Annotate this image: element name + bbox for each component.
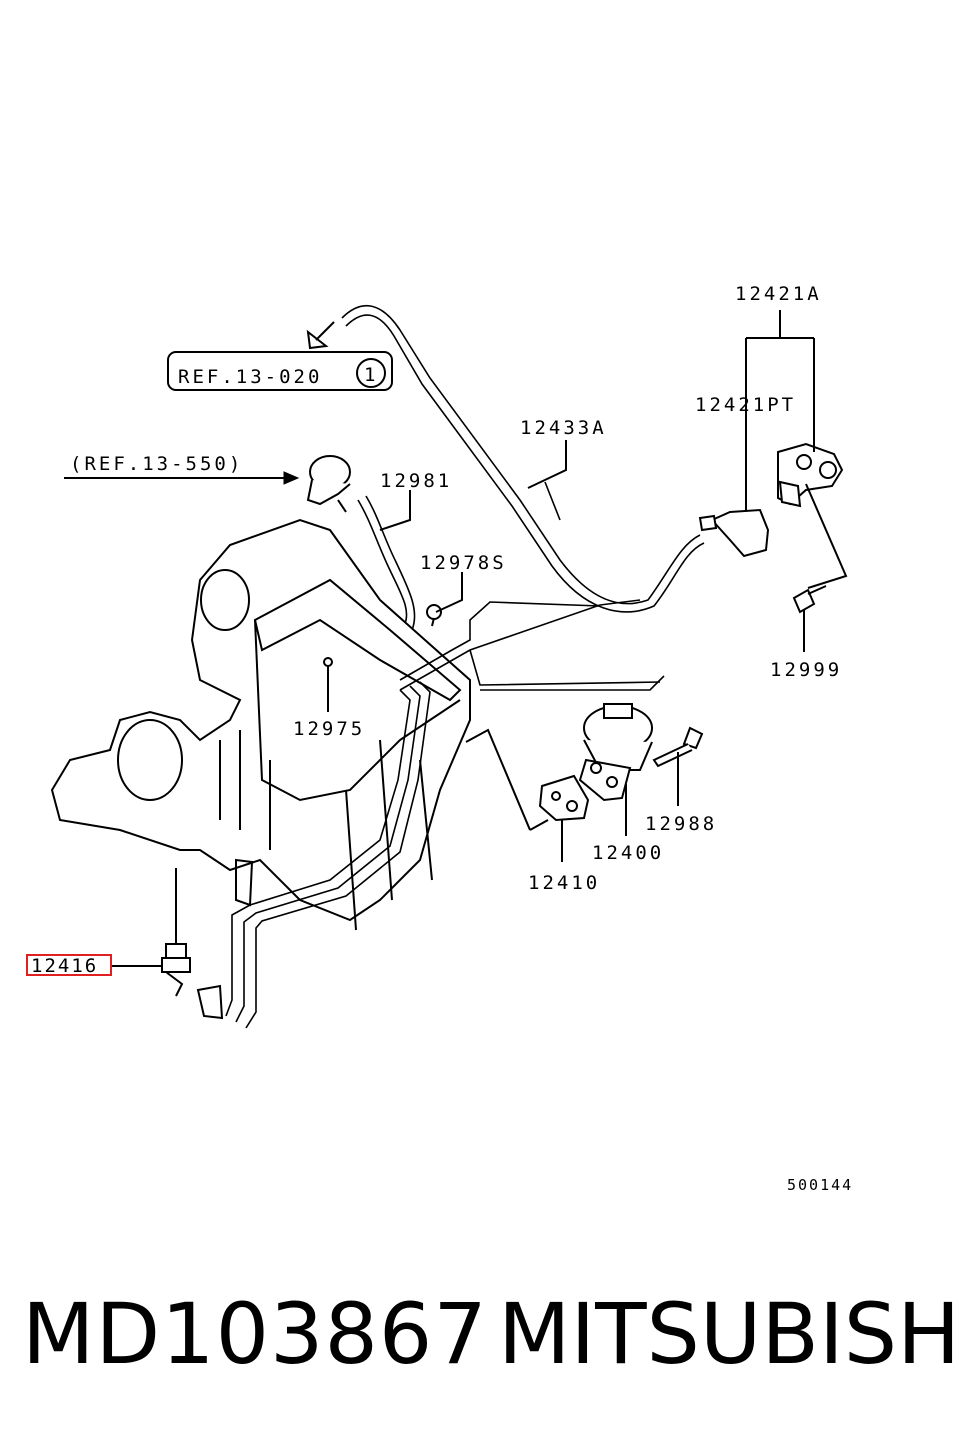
- sensor-12416[interactable]: [161, 943, 224, 1020]
- callout-12416-highlighted[interactable]: 12416: [26, 954, 112, 977]
- callout-12410[interactable]: 12410: [528, 872, 600, 894]
- bracket-12421A[interactable]: [777, 442, 844, 508]
- callout-12421PT[interactable]: 12421PT: [695, 394, 796, 416]
- ref-arrow-icon: [306, 321, 335, 350]
- bolt-12978S[interactable]: [426, 604, 442, 627]
- callout-12975[interactable]: 12975: [293, 718, 365, 740]
- hose-12433A[interactable]: [341, 305, 705, 613]
- callout-12988[interactable]: 12988: [645, 813, 717, 835]
- egr-valve-12400[interactable]: [578, 703, 653, 802]
- ref-13-550-text: (REF.13-550): [70, 453, 243, 475]
- ref-pointer-arrow-icon: [283, 471, 300, 485]
- part-number: MD103867: [22, 1285, 488, 1383]
- callout-12999[interactable]: 12999: [770, 659, 842, 681]
- ref-13-020-text: REF.13-020: [178, 366, 322, 388]
- ref-13-020-callout[interactable]: REF.13-020 1: [167, 321, 393, 391]
- bolt-12988[interactable]: [652, 726, 704, 768]
- ref-circle-number: 1: [364, 364, 375, 386]
- vacuum-tank-fitting[interactable]: [306, 455, 351, 513]
- ref-13-550-callout[interactable]: (REF.13-550): [64, 453, 300, 485]
- callout-12416: 12416: [31, 955, 98, 977]
- callout-12978S[interactable]: 12978S: [420, 552, 507, 574]
- bolt-12999[interactable]: [792, 585, 827, 614]
- leader-lines: [112, 310, 848, 967]
- callout-12421A[interactable]: 12421A: [735, 283, 822, 305]
- vacuum-lines[interactable]: [225, 599, 665, 1029]
- brand-name: MITSUBISHI: [498, 1285, 960, 1383]
- solenoid-valve-12421PT[interactable]: [698, 508, 770, 558]
- footer: MD103867 MITSUBISHI: [0, 1285, 960, 1395]
- callout-12981[interactable]: 12981: [380, 470, 452, 492]
- callout-12433A[interactable]: 12433A: [520, 417, 607, 439]
- diagram-code: 500144: [787, 1176, 853, 1194]
- callout-12400[interactable]: 12400: [592, 842, 664, 864]
- intake-manifold: [50, 518, 471, 931]
- gasket-12410[interactable]: [538, 774, 590, 822]
- hose-12981[interactable]: [357, 495, 416, 631]
